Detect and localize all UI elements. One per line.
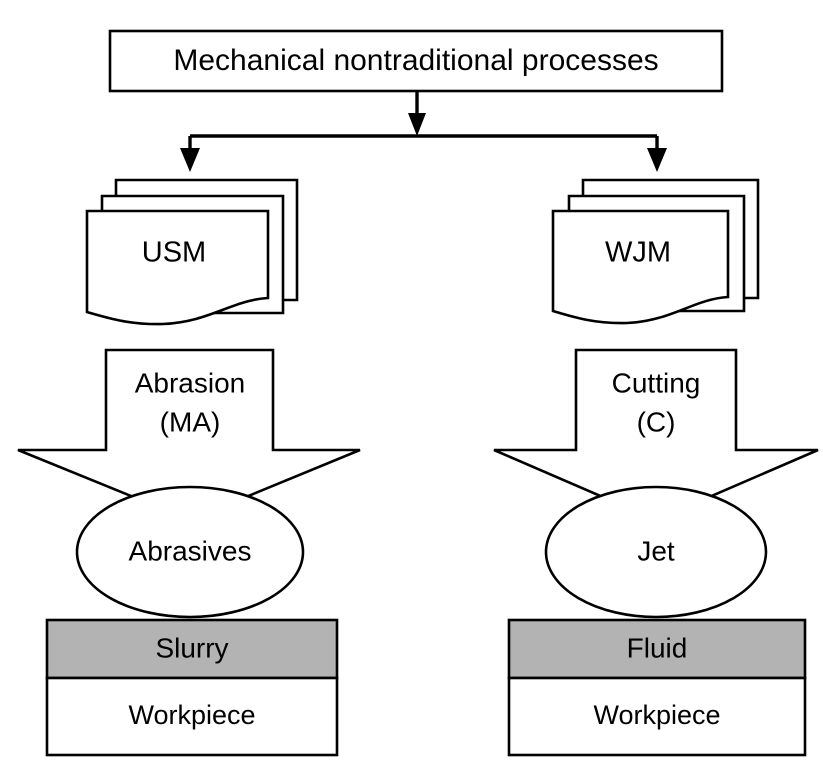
wjm-medium-ellipse <box>544 485 768 619</box>
wjm-process-label: WJM <box>605 237 671 269</box>
wjm-workpiece-box <box>507 676 807 757</box>
wjm-document-stack-front <box>551 209 730 325</box>
wjm-action-arrow <box>493 348 819 522</box>
wjm-workpiece-label: Workpiece <box>593 700 720 730</box>
wjm-medium-label: Jet <box>637 535 675 566</box>
usm-action-arrow <box>17 348 361 522</box>
usm-action-label-line2: (MA) <box>160 406 221 437</box>
wjm-carrier-label: Fluid <box>627 632 688 663</box>
wjm-action-label-line1: Cutting <box>612 367 701 398</box>
root-process-label: Mechanical nontraditional processes <box>173 44 658 77</box>
branch-usm: USM Abrasion (MA) Abrasives Slurry Workp… <box>17 178 361 757</box>
usm-medium-ellipse <box>75 485 305 619</box>
arrowhead-right-branch <box>647 148 667 172</box>
usm-medium-label: Abrasives <box>129 535 252 566</box>
arrowhead-left-branch <box>180 148 200 172</box>
branch-wjm: WJM Cutting (C) Jet Fluid Workpiece <box>493 178 819 757</box>
root-process-box <box>108 29 724 93</box>
usm-action-label-line1: Abrasion <box>135 367 246 398</box>
usm-process-label: USM <box>142 237 206 269</box>
usm-workpiece-label: Workpiece <box>128 700 255 730</box>
root-process-node[interactable]: Mechanical nontraditional processes <box>108 29 724 93</box>
usm-carrier-box <box>45 618 339 680</box>
wjm-carrier-box <box>507 618 807 680</box>
usm-workpiece-box <box>45 676 339 757</box>
wjm-action-label-line2: (C) <box>637 406 676 437</box>
arrowhead-root-stem <box>408 113 426 136</box>
usm-document-stack-front <box>85 209 270 326</box>
usm-carrier-label: Slurry <box>155 632 228 663</box>
connector-tree <box>180 91 667 172</box>
